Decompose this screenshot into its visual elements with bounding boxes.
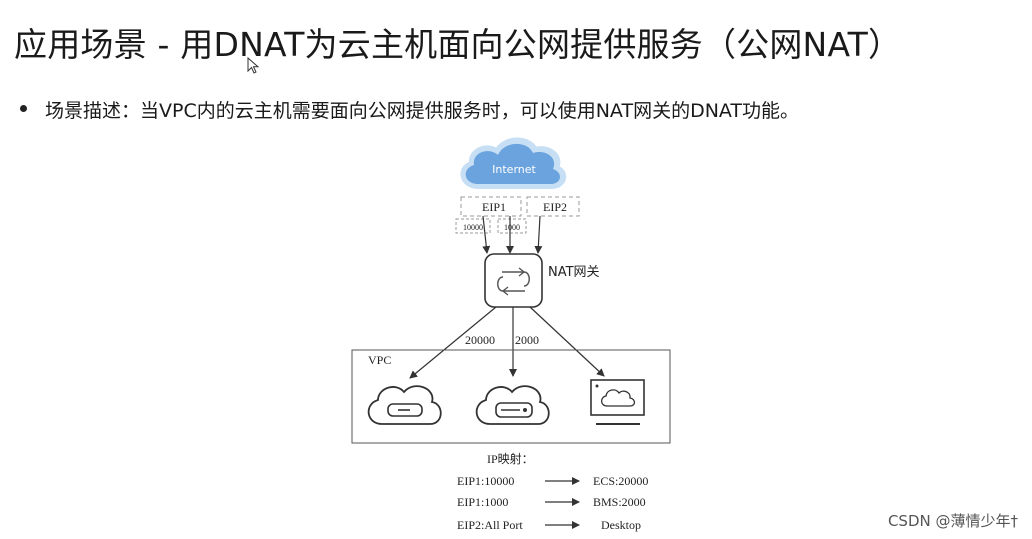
vpc-label: VPC [368,353,391,367]
arrow-eip2 [534,215,543,254]
port-1000-label: 1000 [504,223,520,232]
mapping-row-3-from: EIP2:All Port [457,518,523,532]
ecs-server-icon [367,385,442,425]
internet-cloud-icon [460,137,567,189]
scenario-text: 场景描述：当VPC内的云主机需要面向公网提供服务时，可以使用NAT网关的DNAT… [45,100,800,122]
scenario-bullet: 场景描述：当VPC内的云主机需要面向公网提供服务时，可以使用NAT网关的DNAT… [20,96,799,123]
bullet-dot-icon [20,105,27,112]
mapping-row-3-to: Desktop [601,518,641,532]
desktop-icon [590,379,645,425]
slide-title: 应用场景 - 用DNAT为云主机面向公网提供服务（公网NAT） [14,25,902,64]
port-1000-box [497,218,527,234]
arrow-eip1-10000 [482,215,491,254]
internet-label: Internet [492,163,536,176]
nat-gateway-label: NAT网关 [548,265,600,280]
port-2000-label: 2000 [515,333,539,347]
csdn-watermark: CSDN @薄情少年† [887,512,1018,530]
eip1-box [460,196,522,217]
mouse-cursor-icon [247,56,261,79]
eip2-label: EIP2 [543,200,567,214]
mapping-row-1-from: EIP1:10000 [457,474,514,488]
mapping-row-2-from: EIP1:1000 [457,495,508,509]
mapping-title: IP映射： [487,451,534,466]
mapping-row-2-to: BMS:2000 [593,495,646,509]
eip1-label: EIP1 [482,200,506,214]
nat-gateway-icon [484,253,543,308]
arrow-to-ecs [409,306,497,379]
bms-server-icon [475,385,550,425]
port-10000-box [455,218,491,234]
port-10000-label: 10000 [463,223,483,232]
arrow-to-desktop [529,306,605,377]
vpc-box [351,349,671,444]
port-20000-label: 20000 [465,333,495,347]
mapping-row-1-to: ECS:20000 [593,474,648,488]
